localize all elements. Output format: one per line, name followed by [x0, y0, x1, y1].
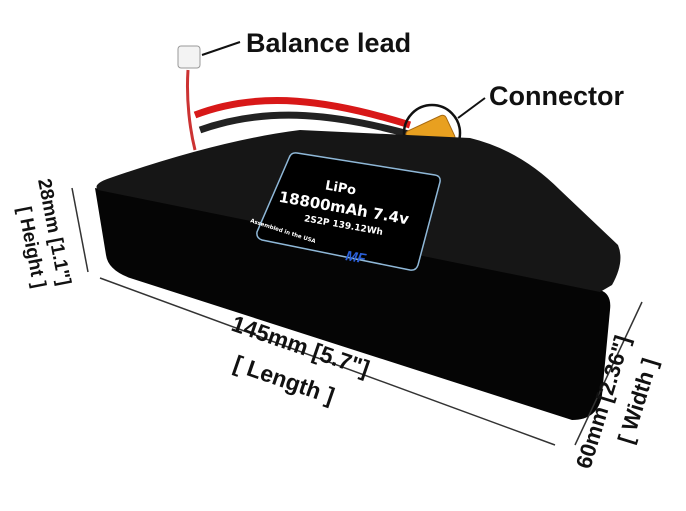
connector-pointer — [457, 97, 486, 119]
balance-lead-callout: Balance lead — [246, 28, 411, 58]
dimension-lines — [71, 187, 643, 446]
balance-connector — [177, 45, 201, 69]
connector-callout: Connector — [489, 81, 624, 111]
battery-label-border — [256, 152, 441, 271]
label-chemistry: LiPo — [324, 178, 357, 198]
maxamps-logo: MF — [344, 247, 367, 266]
main-lead-black — [198, 111, 413, 139]
balance-lead-wires — [186, 69, 197, 151]
main-lead-red — [193, 97, 412, 129]
length-dimension-line — [99, 277, 556, 446]
width-dimension-line — [574, 301, 643, 446]
balance-lead-pointer — [201, 41, 241, 56]
height-dimension-line — [71, 187, 89, 273]
battery-front-face — [95, 188, 611, 420]
